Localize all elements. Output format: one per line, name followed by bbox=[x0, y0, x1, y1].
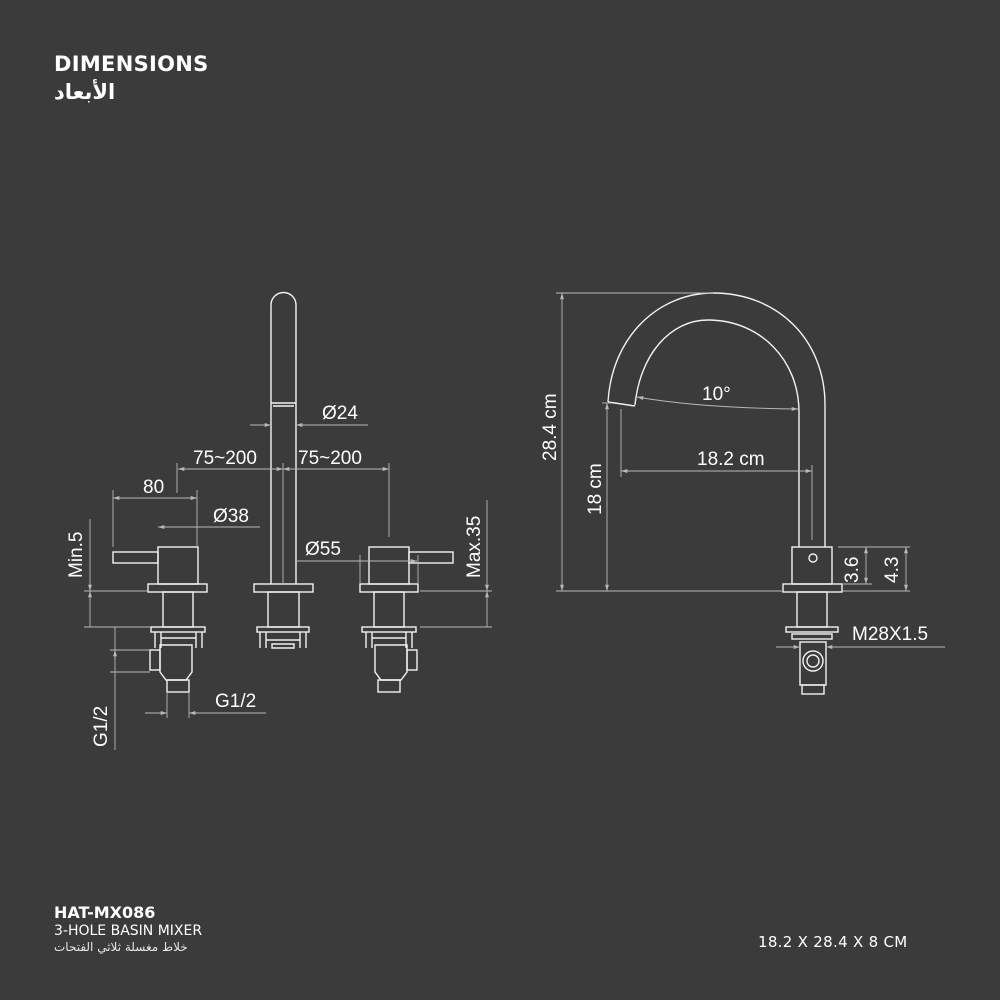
label-thread: M28X1.5 bbox=[852, 624, 928, 645]
dimension-max-thickness: Max.35 bbox=[420, 500, 492, 628]
page-title-arabic: الأبعاد bbox=[54, 80, 116, 104]
dimension-handle-length: 80 bbox=[112, 477, 198, 547]
label-base-diameter: Ø55 bbox=[305, 539, 341, 560]
overall-size: 18.2 X 28.4 X 8 CM bbox=[758, 933, 908, 951]
page-title: DIMENSIONS bbox=[54, 52, 209, 76]
label-min-thickness: Min.5 bbox=[66, 532, 87, 578]
product-description: 3-HOLE BASIN MIXER bbox=[54, 923, 203, 939]
dimension-outlet-height: 18 cm bbox=[585, 402, 612, 591]
label-angle: 10° bbox=[702, 384, 731, 405]
dimension-spout-diameter: Ø24 bbox=[250, 403, 368, 427]
model-number: HAT-MX086 bbox=[54, 903, 156, 922]
dimension-angle: 10° bbox=[636, 384, 799, 411]
front-view: Ø24 75~200 75~200 80 Ø38 Ø55 bbox=[66, 291, 492, 750]
dimension-total-height: 28.4 cm bbox=[540, 292, 783, 592]
label-total-height: 28.4 cm bbox=[540, 393, 561, 461]
gooseneck-spout bbox=[607, 292, 826, 547]
dimension-base-diameter: Ø55 bbox=[297, 539, 419, 584]
dimension-reach: 18.2 cm bbox=[620, 409, 813, 540]
dimension-body-total: 4.3 bbox=[842, 547, 910, 592]
label-inlet-vertical: G1/2 bbox=[91, 706, 112, 747]
dimension-thread: M28X1.5 bbox=[776, 624, 945, 649]
right-handle-valve bbox=[359, 546, 454, 693]
label-spacing-left: 75~200 bbox=[193, 448, 257, 469]
left-handle-valve bbox=[112, 546, 208, 693]
dimension-min-thickness: Min.5 bbox=[66, 519, 150, 628]
spout bbox=[253, 291, 314, 649]
dimension-spacing: 75~200 75~200 bbox=[176, 448, 390, 584]
product-description-arabic: خلاط مغسلة ثلاثي الفتحات bbox=[54, 940, 188, 954]
label-spout-diameter: Ø24 bbox=[322, 403, 358, 424]
label-body-height: 3.6 bbox=[842, 557, 863, 583]
label-max-thickness: Max.35 bbox=[464, 516, 485, 578]
label-handle-length: 80 bbox=[143, 477, 164, 498]
label-handle-diameter: Ø38 bbox=[213, 506, 249, 527]
dimension-body-height: 3.6 bbox=[838, 546, 910, 585]
dimension-handle-diameter: Ø38 bbox=[158, 506, 260, 529]
side-body bbox=[782, 546, 843, 695]
label-outlet-height: 18 cm bbox=[585, 463, 606, 515]
label-reach: 18.2 cm bbox=[697, 449, 765, 470]
label-inlet-horizontal: G1/2 bbox=[215, 691, 256, 712]
label-spacing-right: 75~200 bbox=[298, 448, 362, 469]
dimension-inlet-vertical: G1/2 bbox=[91, 627, 150, 750]
side-view: 28.4 cm 18 cm 18.2 cm 10° 3.6 4.3 bbox=[540, 292, 945, 695]
label-body-total: 4.3 bbox=[882, 557, 903, 583]
dimension-inlet-horizontal: G1/2 bbox=[145, 691, 266, 718]
